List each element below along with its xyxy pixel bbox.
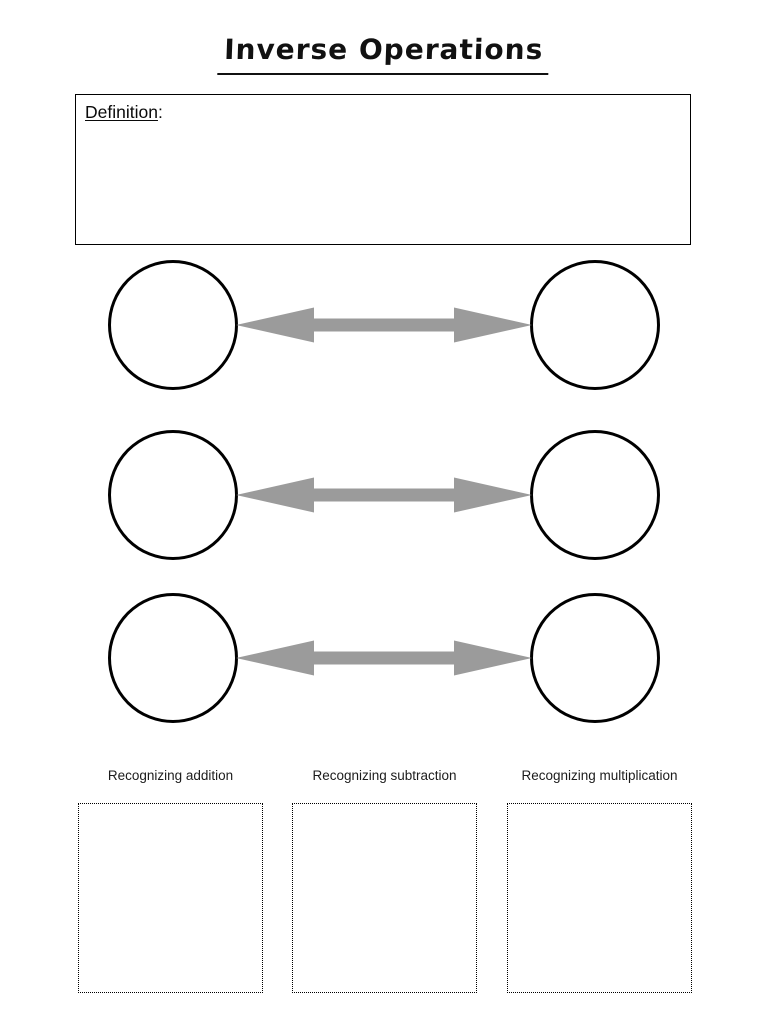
recognition-box-addition <box>78 803 263 993</box>
operation-circle-left-1 <box>108 260 238 390</box>
double-arrow-icon <box>236 477 532 513</box>
operation-pair-row-2 <box>108 430 660 560</box>
recognition-box-subtraction <box>292 803 477 993</box>
operation-circle-right-3 <box>530 593 660 723</box>
page-title: Inverse Operations <box>217 33 551 75</box>
title-row: Inverse Operations <box>0 33 768 75</box>
recognition-label-addition: Recognizing addition <box>107 768 234 783</box>
operation-circle-right-1 <box>530 260 660 390</box>
recognition-group-addition: Recognizing addition <box>78 766 263 993</box>
operation-pair-row-3 <box>108 593 660 723</box>
operation-circle-left-3 <box>108 593 238 723</box>
recognition-label-multiplication: Recognizing multiplication <box>521 768 678 783</box>
operation-circle-right-2 <box>530 430 660 560</box>
recognition-group-multiplication: Recognizing multiplication <box>507 766 692 993</box>
recognition-group-subtraction: Recognizing subtraction <box>292 766 477 993</box>
definition-word: Definition <box>85 102 158 122</box>
operation-circle-left-2 <box>108 430 238 560</box>
double-arrow-icon <box>236 307 532 343</box>
definition-colon: : <box>157 102 163 122</box>
operation-pair-row-1 <box>108 260 660 390</box>
recognition-box-multiplication <box>507 803 692 993</box>
double-arrow-icon <box>236 640 532 676</box>
definition-box: Definition: <box>75 94 691 245</box>
definition-label: Definition: <box>76 95 690 123</box>
recognition-label-subtraction: Recognizing subtraction <box>312 768 457 783</box>
